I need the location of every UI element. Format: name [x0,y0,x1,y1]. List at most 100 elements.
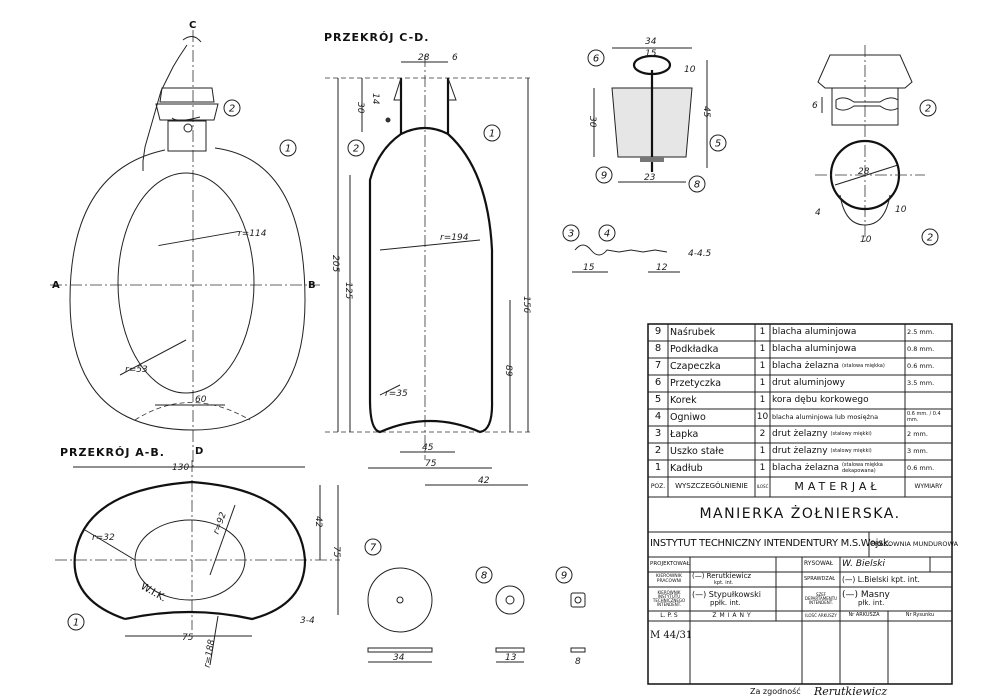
dim-label: 30 [587,116,597,128]
dim-label: 205 [330,255,340,272]
part-balloon: 9 [555,566,573,584]
balloon-circle [921,228,939,246]
balloon-circle [555,566,573,584]
section-letter-d: D [195,446,203,457]
drawing-code: M 44/31 [650,629,693,641]
cell-qty: 1 [759,326,766,337]
cell-material-wrap: blacha aluminjowa lub mosiężna [770,409,905,426]
cell-name: Przetyczka [670,377,722,389]
head-workshop-rank: kpt. int. [714,579,734,586]
cell-dim: 0.8 mm. [907,345,935,354]
balloon-circle [279,139,297,157]
part-balloon: 8 [475,566,493,584]
cell-qty: 1 [759,377,766,388]
section-cd-view: PRZEKRÓJ C-D. 205 125 156 89 28 6 14 30 … [324,31,531,486]
cell-material: blacha aluminjowa [772,326,857,337]
cell-dim [905,392,952,409]
balloon-circle [562,224,580,242]
balloon-circle [223,99,241,117]
dim-label: 30 [355,102,365,114]
cell-dim: 2 mm. [907,430,928,439]
cell-material-note: (stalowy miękki) [830,430,872,437]
cell-dim: 0.6 mm. / 0.4 mm. [907,411,941,423]
small-parts: 34 13 8 [367,567,586,667]
part-balloon: 4 [598,224,616,242]
balloon-number: 1 [285,144,291,155]
cell-material-note: (stalowy miękki) [830,447,872,454]
dim-label: 89 [503,365,513,377]
header-material: MATERJAŁ [794,480,881,494]
cell-material-wrap: drut żelazny(stalowy miękki) [770,426,905,443]
cell-qty: 2 [759,428,766,439]
cell-material-wrap: blacha żelazna(stalowa miękka dekapowana… [770,460,905,477]
balloon-number: 1 [73,618,79,629]
balloon-number: 8 [481,571,487,582]
cell-dim: 3 mm. [907,447,928,456]
cell-pos: 9 [654,326,662,338]
part-balloon: 5 [709,134,727,152]
section-title: PRZEKRÓJ A-B. [60,446,165,459]
dim-label: 10 [684,65,696,75]
cell-material-wrap: drut aluminjowy [770,375,905,392]
sheet-no-label: Nr ARKUSZA [848,612,880,619]
dim-label: 13 [505,653,517,663]
cell-material: kora dębu korkowego [772,394,869,405]
balloon-number: 5 [715,139,721,150]
dim-label: 42 [313,516,323,528]
workshop-name: PRACOWNIA MUNDUROWA [871,540,959,549]
dim-label: 6 [812,101,818,111]
dim-label: 130 [172,463,189,473]
cell-material: drut aluminjowy [772,377,845,388]
dim-label: r=188 [203,638,218,668]
drawn-signature: W. Bielski [842,558,886,569]
dim-label: 75 [425,459,437,469]
cell-name: Łapka [670,428,699,440]
plug-detail: 34 15 10 45 30 23 [587,37,711,183]
part-balloon: 9 [595,166,613,184]
dept-chief-cell: (—) Masny płk. int. [840,587,952,611]
dim-label: 8 [575,657,581,667]
balloon-number: 9 [601,171,607,182]
cell-material-note: (stalowa miękka dekapowana) [841,462,883,474]
part-balloon: 3 [562,224,580,242]
dim-label: 10 [860,235,872,245]
balloon-number: 2 [229,104,235,115]
cell-material: blacha aluminjowa [772,343,857,354]
cell-name: Uszko stałe [670,445,724,457]
dim-label: 45 [701,106,711,118]
balloon-circle [598,224,616,242]
cell-pos: 4 [654,411,662,423]
dim-label: 34 [645,37,657,47]
dim-label: 4 [815,208,821,218]
part-balloon: 1 [67,613,85,631]
balloon-number: 4 [604,229,610,240]
cell-pos: 2 [654,445,662,457]
dim-label: 75 [331,546,341,558]
cell-name: Podkładka [670,343,719,355]
dim-label: 156 [521,296,531,313]
balloon-circle [347,139,365,157]
balloon-circle [364,538,382,556]
changes-label: ZMIANY [712,611,754,619]
cell-qty: 1 [759,445,766,456]
balloon-circle [483,124,501,142]
parts-table-grid [647,323,953,685]
drawn-label: RYSOWAŁ [804,560,834,568]
header-dim: WYMIARY [914,482,943,490]
dim-label: 75 [182,633,194,643]
cell-material-note: (stalowa miękka) [841,362,885,369]
cell-pos: 6 [654,377,662,389]
balloon-circle [919,99,937,117]
cell-qty: 1 [759,343,766,354]
balloon-circle [595,166,613,184]
conformity-signature: Rerutkiewicz [814,684,888,698]
cell-dim: 0.6 mm. [907,362,935,371]
